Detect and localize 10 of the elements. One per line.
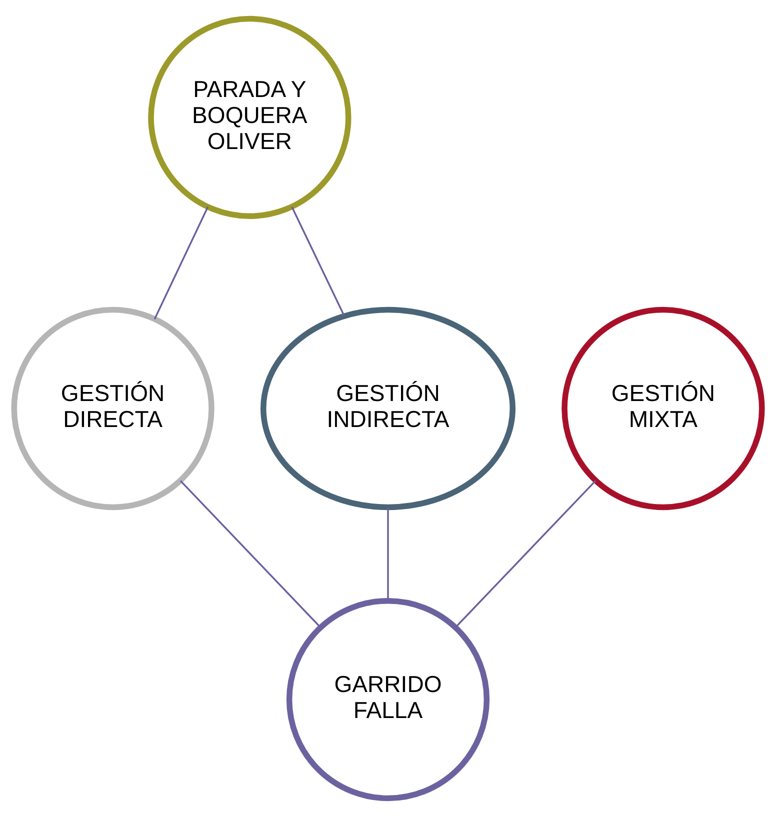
connector — [291, 206, 345, 316]
node-circle: PARADA Y BOQUERA OLIVER — [148, 15, 352, 219]
connector — [455, 480, 596, 628]
connector — [180, 480, 321, 628]
node-circle: GESTIÓN DIRECTA — [11, 306, 214, 510]
node-circle: GARRIDO FALLA — [286, 597, 490, 801]
node-circle: GESTIÓN MIXTA — [562, 306, 765, 510]
connector — [387, 507, 389, 600]
connector — [154, 206, 209, 319]
node-ellipse: GESTIÓN INDIRECTA — [260, 306, 516, 510]
